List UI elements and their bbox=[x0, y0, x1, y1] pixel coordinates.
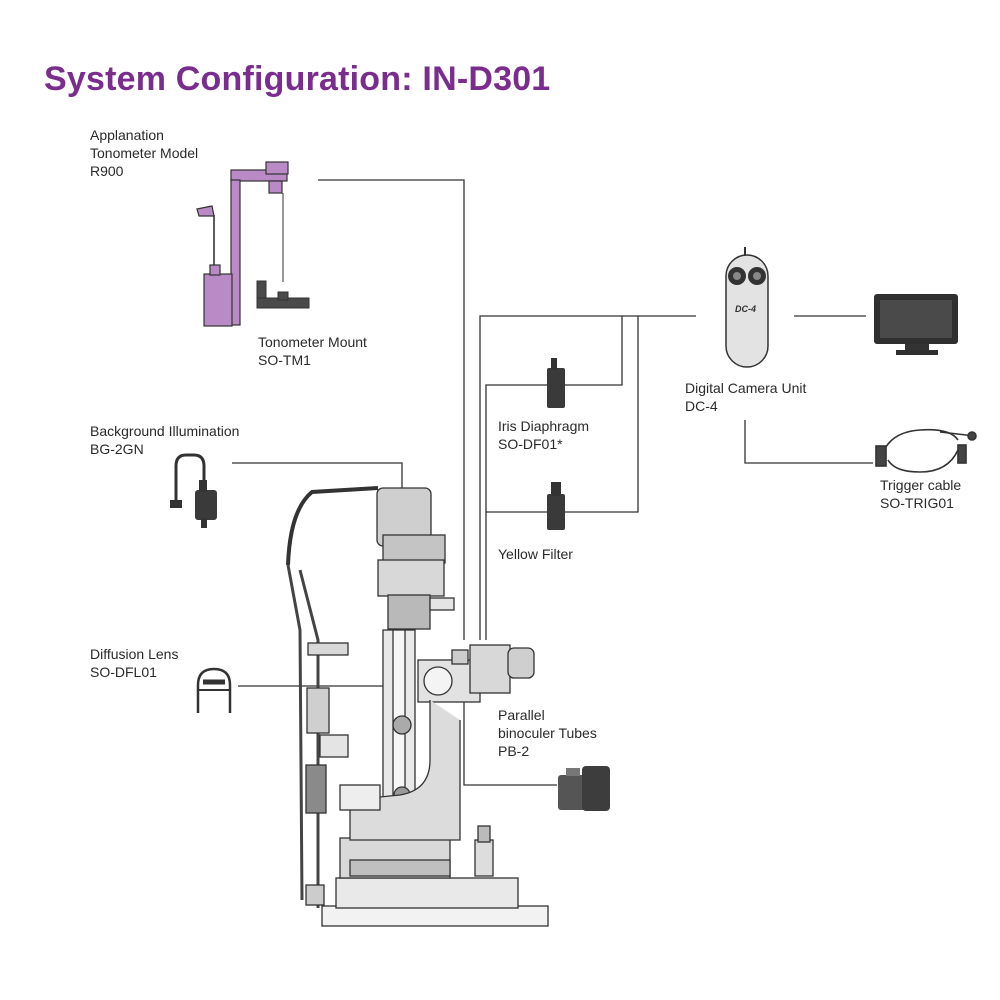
connector-trigger-cable bbox=[744, 420, 873, 464]
diffusion-lens-illustration bbox=[196, 667, 232, 713]
label-tonometer-line-1: Applanation bbox=[90, 127, 164, 143]
background-illumination-illustration bbox=[170, 453, 217, 528]
binocular-tubes-illustration bbox=[558, 766, 610, 811]
label-camera-line-1: Digital Camera Unit bbox=[685, 380, 807, 396]
label-yellow-filter-line-1: Yellow Filter bbox=[498, 546, 573, 562]
connector-filters-bus bbox=[570, 316, 623, 386]
label-digital-camera-unit: Digital Camera Unit DC-4 bbox=[685, 379, 806, 415]
label-background-illumination-line-1: Background Illumination bbox=[90, 423, 240, 439]
tonometer-mount-illustration bbox=[256, 280, 310, 309]
label-trigger-cable-line-1: Trigger cable bbox=[880, 477, 962, 493]
connector-background-illumination bbox=[232, 462, 403, 490]
label-tonometer-line-3: R900 bbox=[90, 163, 124, 179]
label-diffusion-lens-line-2: SO-DFL01 bbox=[90, 664, 157, 680]
label-camera-line-2: DC-4 bbox=[685, 398, 718, 414]
digital-camera-unit-illustration bbox=[725, 247, 769, 368]
label-parallel-binocular-tubes: Parallel binoculer Tubes PB-2 bbox=[498, 706, 597, 760]
iris-diaphragm-illustration bbox=[547, 358, 565, 408]
camera-badge: DC-4 bbox=[735, 304, 757, 314]
label-background-illumination: Background Illumination BG-2GN bbox=[90, 422, 239, 458]
label-tonometer-mount-line-1: Tonometer Mount bbox=[258, 334, 367, 350]
label-diffusion-lens-line-1: Diffusion Lens bbox=[90, 646, 179, 662]
label-binocular-tubes-line-3: PB-2 bbox=[498, 743, 530, 759]
label-tonometer-mount-line-2: SO-TM1 bbox=[258, 352, 311, 368]
monitor-illustration bbox=[874, 294, 958, 355]
connector-iris-diaphragm bbox=[485, 384, 570, 640]
slit-lamp-illustration bbox=[286, 486, 549, 927]
label-tonometer: Applanation Tonometer Model R900 bbox=[90, 126, 198, 180]
connector-filters-bus-2 bbox=[570, 316, 639, 513]
label-trigger-cable: Trigger cable SO-TRIG01 bbox=[880, 476, 961, 512]
yellow-filter-illustration bbox=[547, 482, 565, 530]
page-title: System Configuration: IN-D301 bbox=[44, 60, 551, 98]
label-binocular-tubes-line-2: binoculer Tubes bbox=[498, 725, 597, 741]
tonometer-illustration bbox=[196, 161, 289, 327]
label-trigger-cable-line-2: SO-TRIG01 bbox=[880, 495, 954, 511]
connector-camera bbox=[479, 315, 696, 640]
label-tonometer-mount: Tonometer Mount SO-TM1 bbox=[258, 333, 367, 369]
label-binocular-tubes-line-1: Parallel bbox=[498, 707, 545, 723]
label-diffusion-lens: Diffusion Lens SO-DFL01 bbox=[90, 645, 178, 681]
label-iris-diaphragm-line-2: SO-DF01* bbox=[498, 436, 563, 452]
label-background-illumination-line-2: BG-2GN bbox=[90, 441, 144, 457]
label-yellow-filter: Yellow Filter bbox=[498, 545, 573, 563]
label-iris-diaphragm: Iris Diaphragm SO-DF01* bbox=[498, 417, 589, 453]
label-iris-diaphragm-line-1: Iris Diaphragm bbox=[498, 418, 590, 434]
trigger-cable-illustration bbox=[875, 428, 977, 473]
label-tonometer-line-2: Tonometer Model bbox=[90, 145, 199, 161]
connector-tonometer bbox=[318, 179, 465, 640]
